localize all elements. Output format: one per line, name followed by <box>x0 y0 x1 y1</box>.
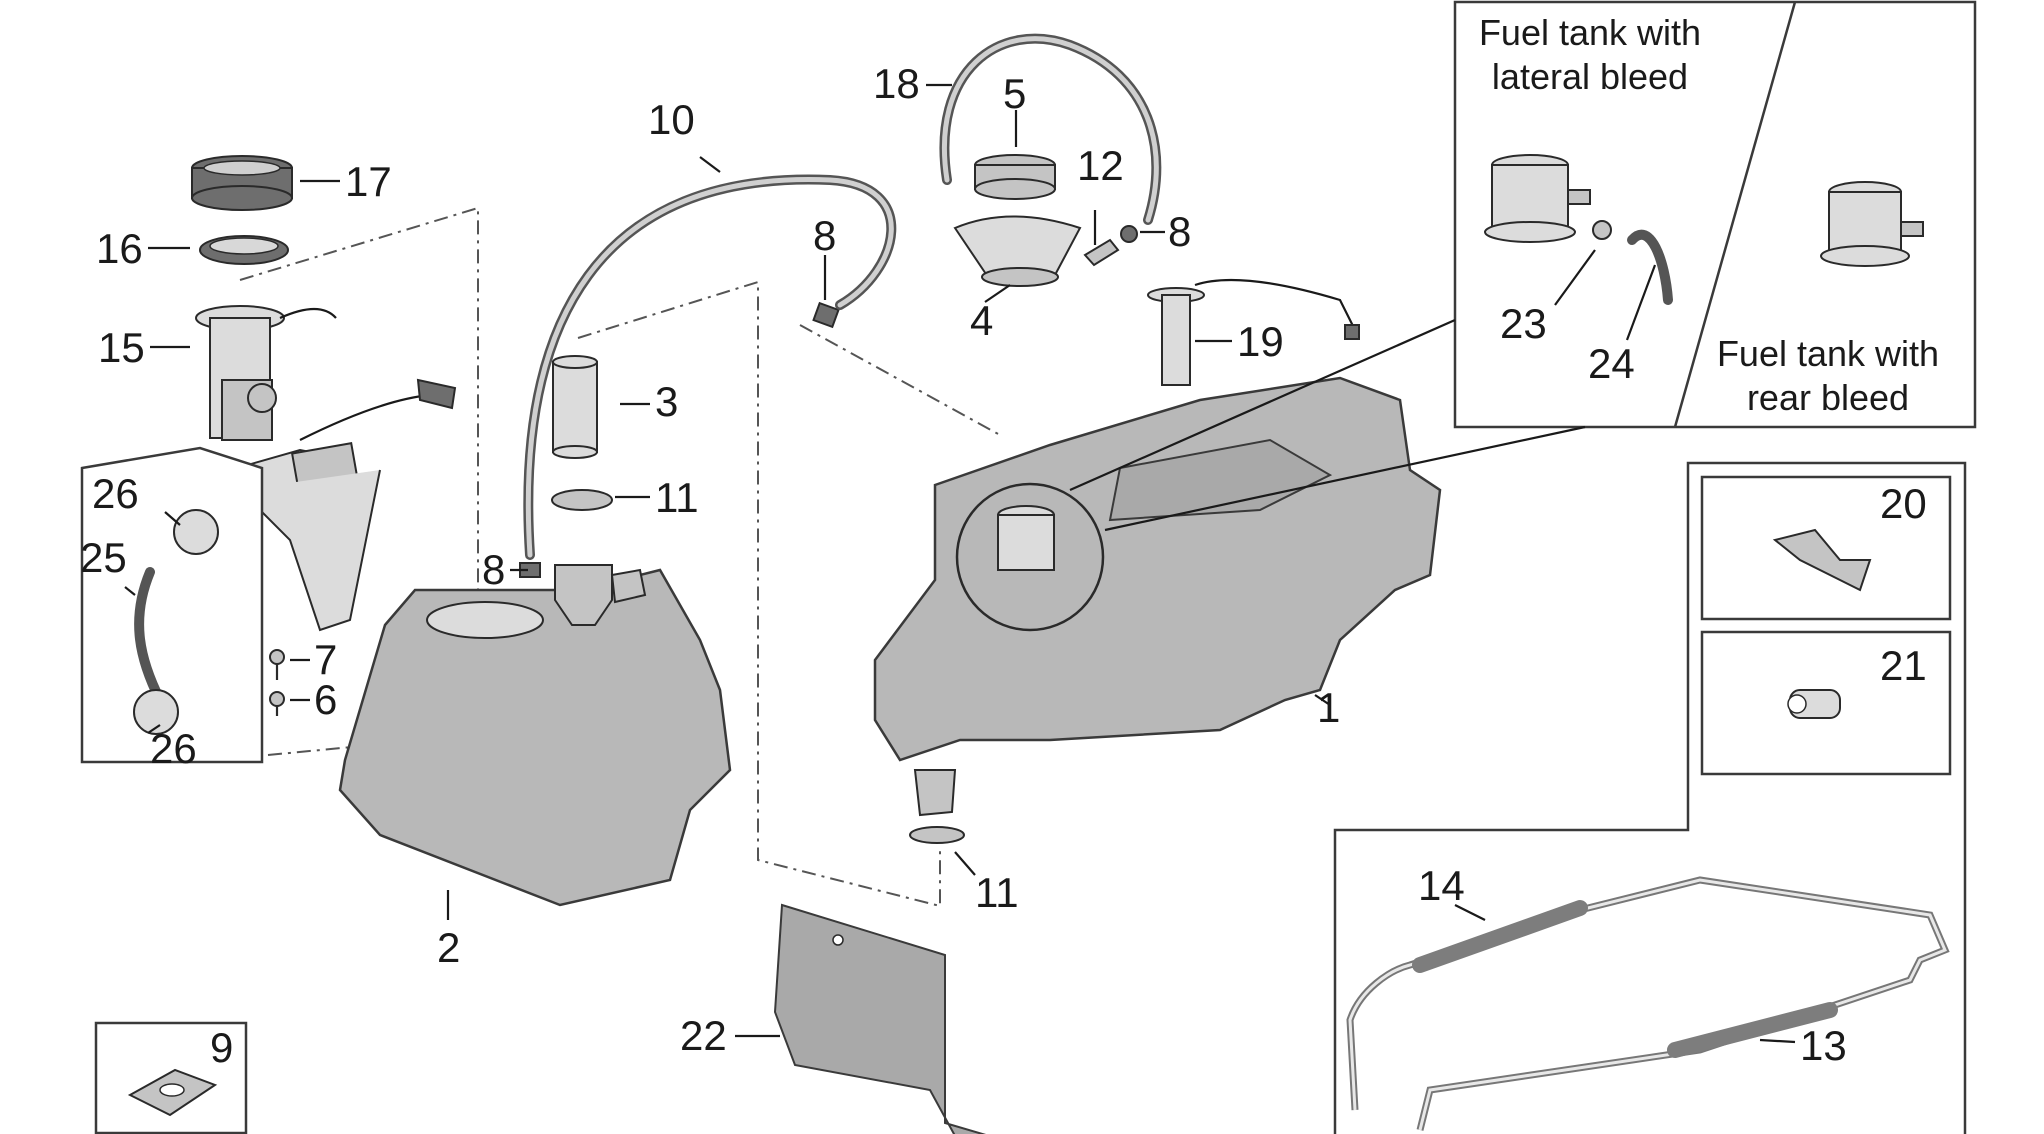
callout-6: 6 <box>314 676 337 723</box>
callout-25: 25 <box>80 534 127 581</box>
splash-guard <box>773 903 987 1134</box>
callout-24: 24 <box>1588 340 1635 387</box>
callout-22: 22 <box>680 1012 727 1059</box>
filter-sleeve <box>552 355 598 459</box>
hose-clamp-box <box>80 446 264 764</box>
vent-hose-arc <box>939 33 1162 225</box>
callout-4: 4 <box>970 297 993 344</box>
ring-nut <box>191 155 293 211</box>
callout-23: 23 <box>1500 300 1547 347</box>
callout-8-middle: 8 <box>813 212 836 259</box>
fuel-level-sensor <box>1147 278 1360 386</box>
fuel-tank-main <box>873 376 1442 817</box>
caption-lateral-line1: Fuel tank with <box>1479 12 1701 53</box>
clip-box <box>94 1021 248 1134</box>
caption-rear-line1: Fuel tank with <box>1717 333 1939 374</box>
callout-21: 21 <box>1880 642 1927 689</box>
hose-kit-inset <box>1333 461 1967 1134</box>
callout-11-left: 11 <box>655 474 699 521</box>
callout-26-top: 26 <box>92 470 139 517</box>
callout-10: 10 <box>648 96 695 143</box>
filler-cap <box>974 154 1056 200</box>
filler-neck <box>953 215 1082 287</box>
callout-19: 19 <box>1237 318 1284 365</box>
pump-seal <box>199 235 289 265</box>
callout-13: 13 <box>1800 1022 1847 1069</box>
callout-labels: 1 2 3 4 5 6 7 8 8 8 9 10 11 11 12 13 14 … <box>80 60 1927 1071</box>
callout-8-right: 8 <box>1168 208 1191 255</box>
screws <box>269 649 285 716</box>
callout-17: 17 <box>345 158 392 205</box>
callout-18: 18 <box>873 60 920 107</box>
callout-2: 2 <box>437 924 460 971</box>
callout-8-left: 8 <box>482 546 505 593</box>
callout-26-bottom: 26 <box>150 725 197 772</box>
callout-7: 7 <box>314 636 337 683</box>
caption-rear-line2: rear bleed <box>1747 377 1909 418</box>
callout-12: 12 <box>1077 142 1124 189</box>
callout-16: 16 <box>96 225 143 272</box>
caption-lateral-line2: lateral bleed <box>1492 56 1688 97</box>
callout-15: 15 <box>98 324 145 371</box>
callout-20: 20 <box>1880 480 1927 527</box>
callout-5: 5 <box>1003 70 1026 117</box>
callout-3: 3 <box>655 378 678 425</box>
hose-caps <box>519 225 1138 578</box>
callout-1: 1 <box>1317 684 1340 731</box>
vent-valve <box>1083 238 1120 267</box>
callout-9: 9 <box>210 1024 233 1071</box>
vent-hose-long <box>523 174 897 560</box>
bleed-inset <box>1069 0 1977 532</box>
leader-lines <box>124 83 1796 1044</box>
callout-11-right: 11 <box>975 869 1019 916</box>
callout-14: 14 <box>1418 862 1465 909</box>
clamps <box>551 489 965 844</box>
fuel-pump <box>195 305 457 632</box>
inset-captions: Fuel tank with lateral bleed Fuel tank w… <box>1479 12 1939 418</box>
fuel-tank-left <box>338 564 732 907</box>
